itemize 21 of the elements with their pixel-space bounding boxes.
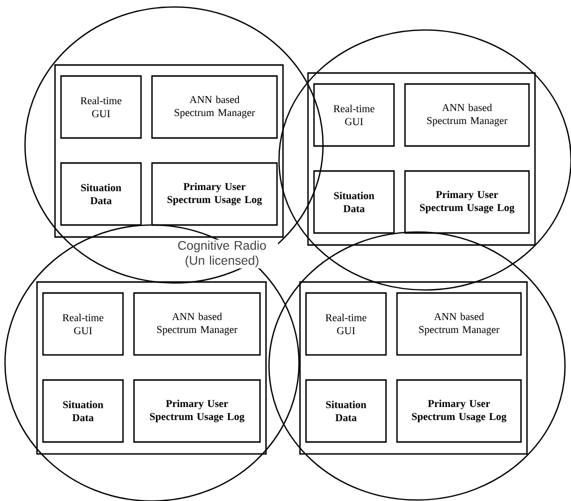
component-box: ANN based Spectrum Manager	[396, 292, 522, 356]
component-box: Primary User Spectrum Usage Log	[151, 162, 278, 226]
radio-frame	[54, 64, 284, 238]
component-box: Real-time GUI	[305, 292, 387, 356]
radio-frame	[36, 281, 267, 455]
component-box: ANN based Spectrum Manager	[404, 83, 530, 147]
radio-frame	[299, 281, 528, 455]
radio-caption: Cognitive Radio (Un licensed)	[166, 240, 278, 268]
radio-frame	[307, 72, 536, 246]
component-box: Situation Data	[305, 379, 387, 443]
component-box: ANN based Spectrum Manager	[133, 292, 261, 356]
component-box: Primary User Spectrum Usage Log	[396, 379, 522, 443]
component-box: Primary User Spectrum Usage Log	[404, 170, 530, 234]
component-box: Situation Data	[313, 170, 395, 234]
component-box: ANN based Spectrum Manager	[151, 75, 278, 139]
component-box: Real-time GUI	[60, 75, 142, 139]
component-box: Situation Data	[60, 162, 142, 226]
component-box: Real-time GUI	[313, 83, 395, 147]
component-box: Situation Data	[42, 379, 124, 443]
component-box: Primary User Spectrum Usage Log	[133, 379, 261, 443]
component-box: Real-time GUI	[42, 292, 124, 356]
